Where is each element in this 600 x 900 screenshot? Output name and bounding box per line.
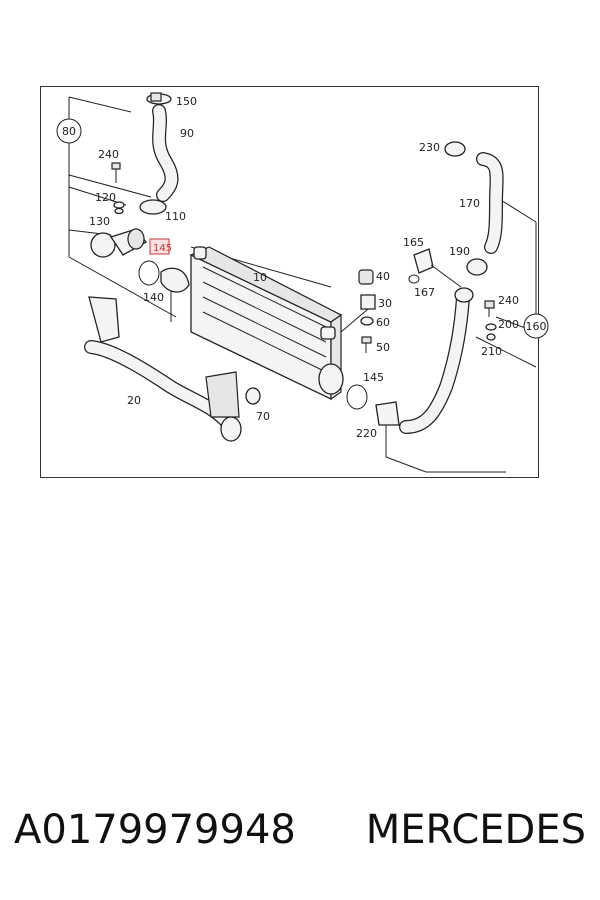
- label-240-right: 240: [498, 294, 519, 307]
- label-120: 120: [95, 191, 116, 204]
- diagram-frame: 150 90 80 240 120 110 130 145 140 10 20 …: [40, 86, 549, 478]
- label-10: 10: [253, 271, 267, 284]
- parts-diagram: 150 90 80 240 120 110 130 145 140 10 20 …: [56, 92, 549, 473]
- label-145-right: 145: [363, 371, 384, 384]
- label-50: 50: [376, 341, 390, 354]
- label-210: 210: [481, 345, 502, 358]
- bolt-240-right: [484, 300, 495, 317]
- mount-40: [358, 269, 374, 285]
- label-30: 30: [378, 297, 392, 310]
- clamp-110: [139, 199, 167, 215]
- clamp-190: [466, 258, 488, 276]
- label-165: 165: [403, 236, 424, 249]
- label-190: 190: [449, 245, 470, 258]
- label-40: 40: [376, 270, 390, 283]
- clamp-220-top: [454, 287, 474, 303]
- label-140: 140: [143, 291, 164, 304]
- elbow-130: [90, 228, 147, 258]
- guide-lines: [68, 96, 537, 473]
- part-number: A0179979948: [14, 807, 296, 853]
- ring-145-right: [346, 384, 368, 410]
- label-200: 200: [498, 318, 519, 331]
- label-167: 167: [414, 286, 435, 299]
- ring-140: [138, 260, 160, 286]
- label-240-left: 240: [98, 148, 119, 161]
- label-145-highlighted: 145: [153, 243, 172, 254]
- highlight-box-145: [149, 238, 170, 255]
- label-20: 20: [127, 394, 141, 407]
- sensor-165: [413, 248, 462, 288]
- label-230: 230: [419, 141, 440, 154]
- caption-bar: A0179979948 MERCEDES: [0, 800, 600, 860]
- clamp-150: [146, 92, 172, 105]
- washer-200: [485, 323, 497, 331]
- label-110: 110: [165, 210, 186, 223]
- hose-90: [152, 104, 179, 202]
- label-70: 70: [256, 410, 270, 423]
- label-160: 160: [526, 320, 547, 333]
- hose-220: [375, 290, 470, 434]
- callout-circle-160: [523, 313, 549, 339]
- label-130: 130: [89, 215, 110, 228]
- intercooler-10: [189, 246, 344, 401]
- bolt-240-left: [111, 162, 121, 183]
- ring-167: [408, 274, 420, 284]
- label-60: 60: [376, 316, 390, 329]
- washer-120: [113, 201, 125, 215]
- hose-170: [476, 152, 504, 254]
- washer-210: [486, 333, 496, 341]
- label-150: 150: [176, 95, 197, 108]
- label-220: 220: [356, 427, 377, 440]
- label-90: 90: [180, 127, 194, 140]
- pipe-20: [84, 296, 242, 442]
- ring-70: [245, 387, 261, 405]
- label-80: 80: [62, 125, 76, 138]
- nut-60: [360, 316, 374, 326]
- bolt-50: [361, 336, 372, 353]
- label-170: 170: [459, 197, 480, 210]
- clamp-140: [160, 267, 190, 293]
- bracket-30: [340, 294, 376, 333]
- brand-name: MERCEDES: [365, 807, 586, 853]
- clamp-230: [444, 141, 466, 157]
- callout-circle-80: [56, 118, 82, 144]
